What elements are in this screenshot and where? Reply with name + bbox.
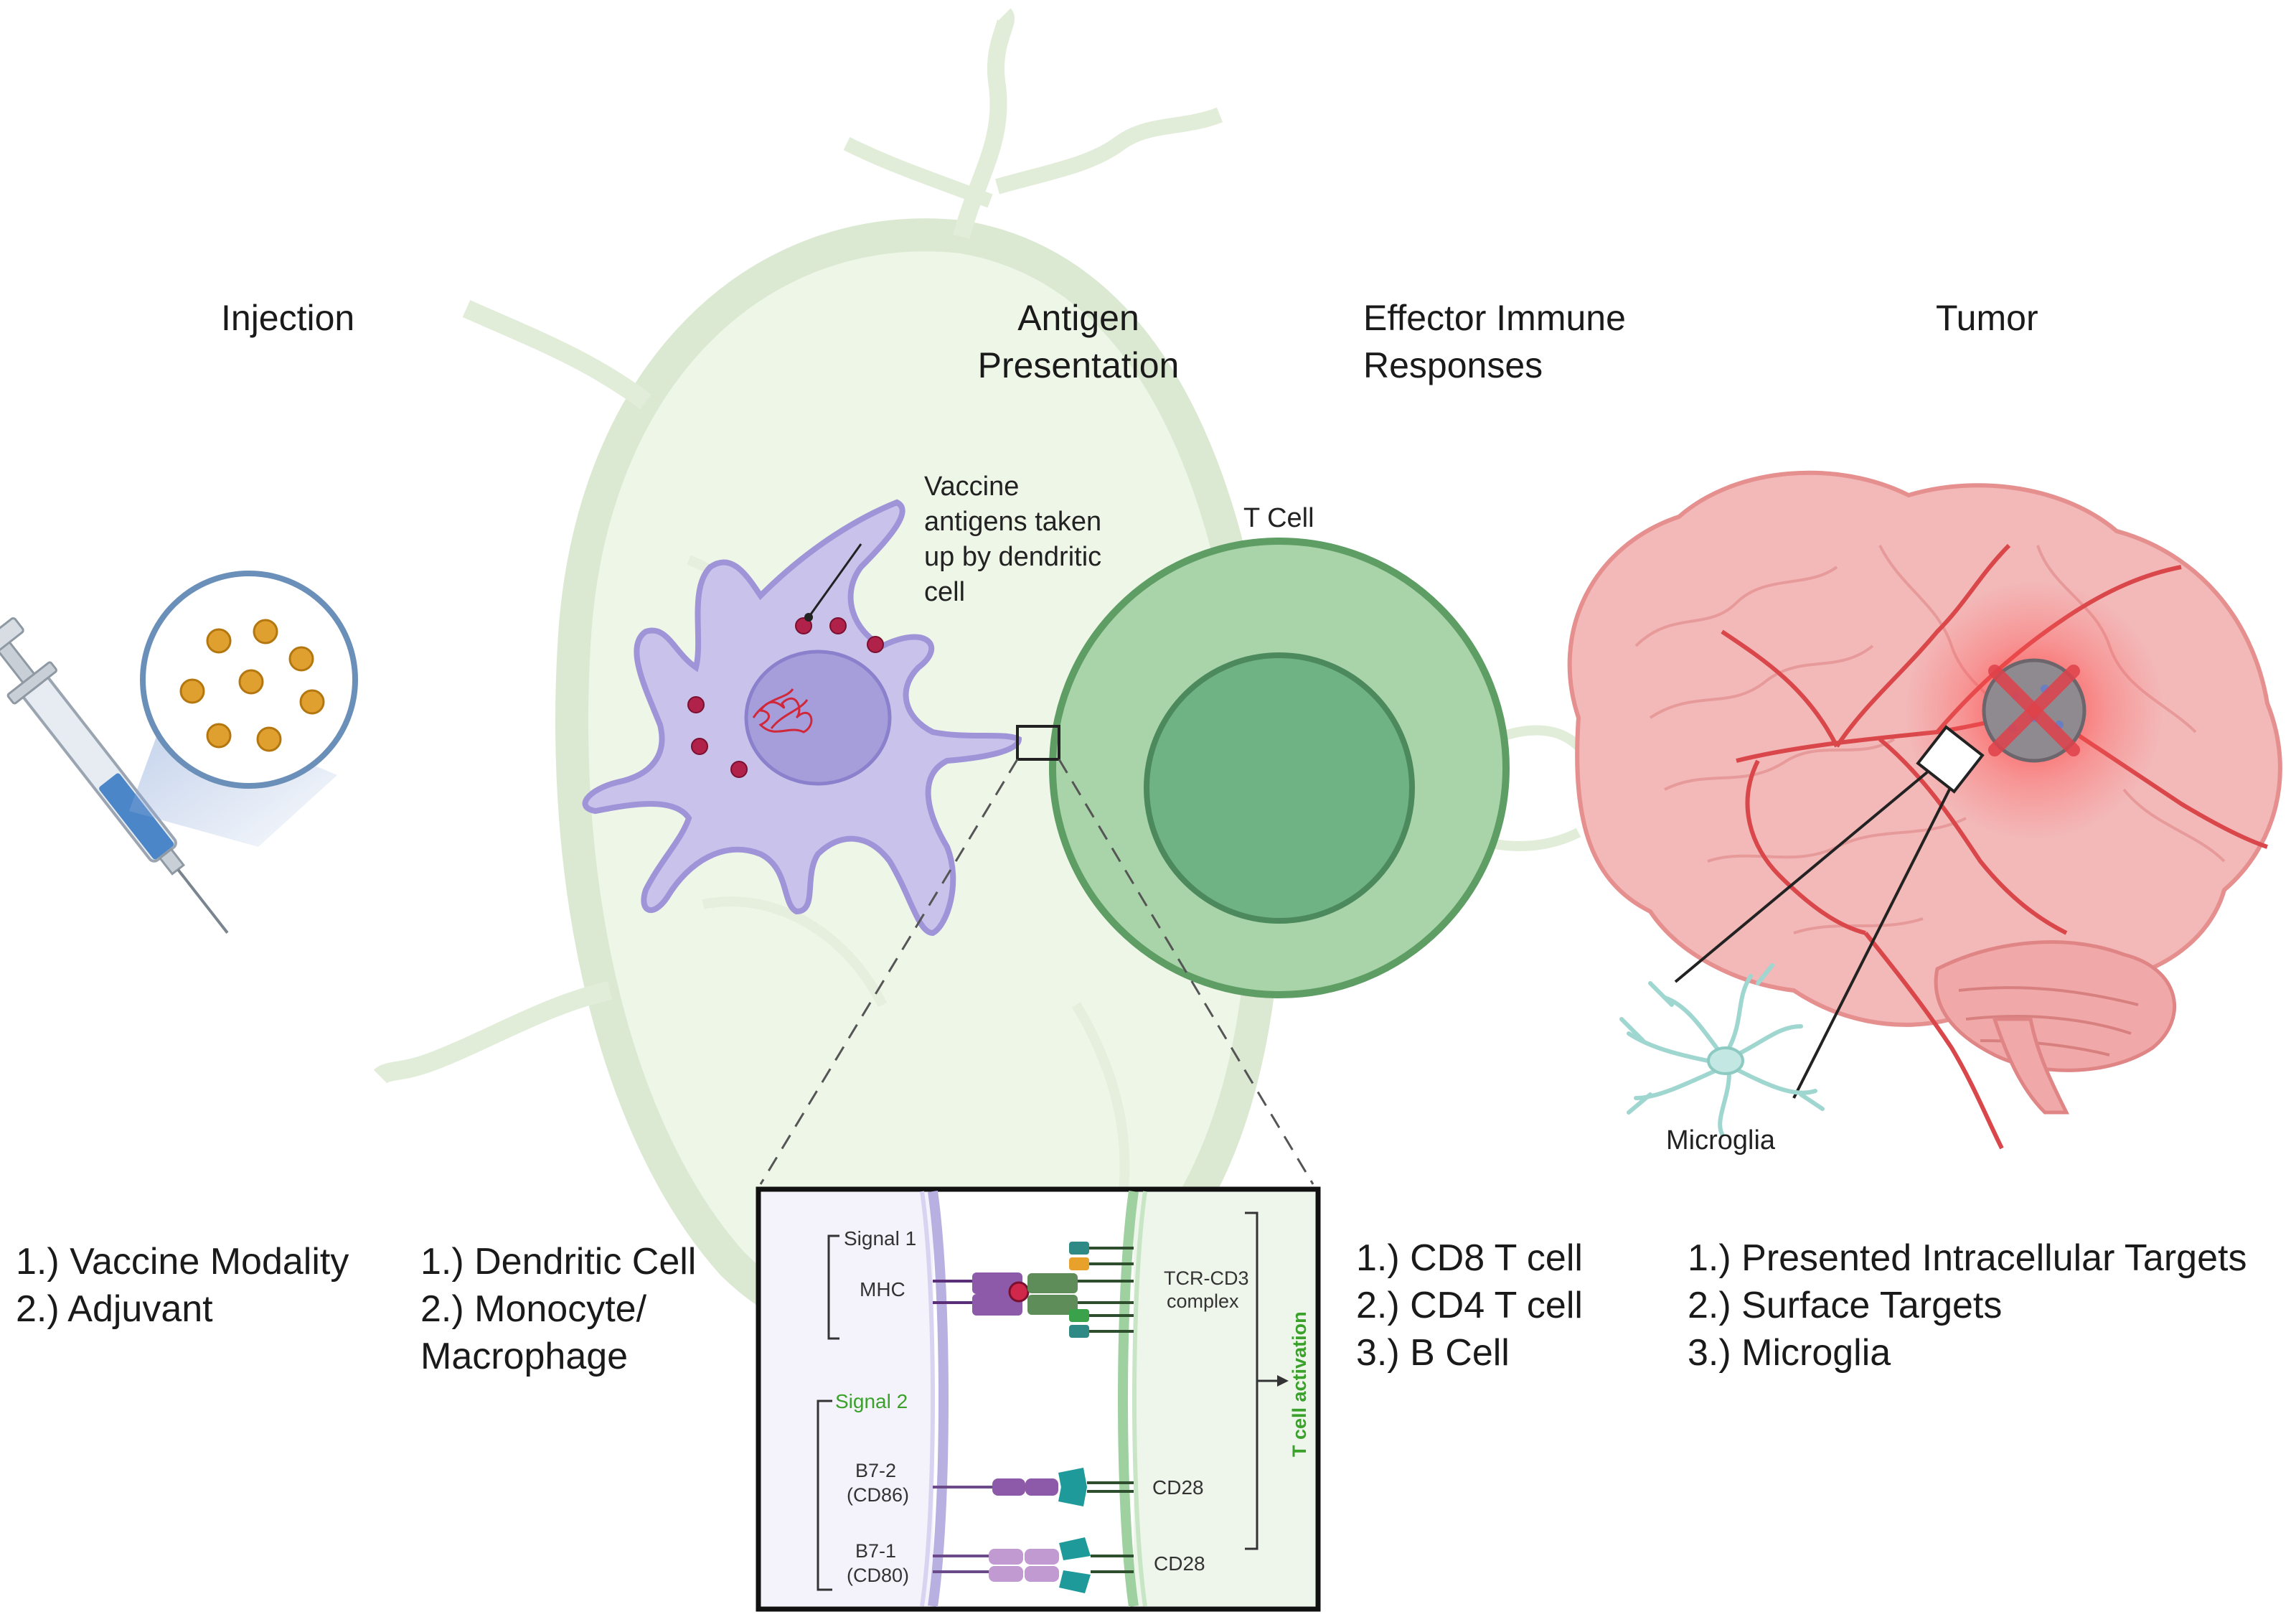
effector-list-item: 1.) CD8 T cell (1356, 1237, 1583, 1279)
syringe-icon (0, 617, 229, 934)
b72-label-line2: (CD86) (847, 1484, 909, 1506)
heading-injection: Injection (221, 298, 355, 338)
t-cell-icon (1049, 538, 1510, 998)
callout-line2: antigens taken (924, 507, 1102, 537)
dendritic-cell-callout: Vaccine antigens taken up by dendritic c… (924, 469, 1101, 610)
callout-line3: up by dendritic (924, 542, 1102, 572)
tcr-label-line1: TCR-CD3 (1164, 1267, 1249, 1289)
heading-tumor: Tumor (1936, 298, 2038, 338)
effector-list: 1.) CD8 T cell 2.) CD4 T cell 3.) B Cell (1356, 1234, 1583, 1377)
tumor-icon (1905, 581, 2163, 840)
t-cell-activation-label: T cell activation (1289, 1311, 1310, 1457)
tcr-label-line2: complex (1167, 1290, 1239, 1312)
callout-line4: cell (924, 577, 966, 607)
injection-list: 1.) Vaccine Modality 2.) Adjuvant (16, 1238, 349, 1333)
tumor-list-item: 2.) Surface Targets (1688, 1285, 2003, 1326)
antigen-presentation-list-item: 1.) Dendritic Cell (420, 1241, 697, 1283)
tumor-list: 1.) Presented Intracellular Targets 2.) … (1688, 1234, 2246, 1377)
effector-list-item: 3.) B Cell (1356, 1332, 1510, 1374)
effector-list-item: 2.) CD4 T cell (1356, 1285, 1583, 1326)
t-cell-label: T Cell (1243, 503, 1314, 533)
heading-antigen-presentation-line1: Antigen (1017, 298, 1139, 338)
heading-antigen-presentation-line2: Presentation (977, 345, 1180, 385)
heading-antigen-presentation: Antigen Presentation (967, 294, 1190, 389)
dendritic-cell-icon (582, 499, 1022, 937)
signal1-label: Signal 1 (844, 1227, 916, 1250)
callout-line1: Vaccine (924, 472, 1020, 502)
brain-zoom-box (1916, 725, 1985, 794)
heading-effector: Effector Immune Responses (1363, 294, 1626, 389)
cd28-top-label: CD28 (1152, 1476, 1204, 1499)
b71-label-line1: B7-1 (855, 1540, 896, 1562)
tumor-list-item: 3.) Microglia (1688, 1332, 1891, 1374)
brain-icon (1567, 470, 2282, 1150)
mhc-label: MHC (860, 1278, 905, 1300)
synapse-inset: Signal 1 MHC TCR-CD3 complex Signal 2 B7… (756, 1186, 1321, 1612)
b72-label-line1: B7-2 (855, 1460, 896, 1481)
signal2-label: Signal 2 (835, 1390, 908, 1412)
synapse-zoom-box (1016, 725, 1060, 761)
antigen-presentation-list-item: 2.) Monocyte/ (420, 1288, 647, 1330)
heading-effector-line2: Responses (1363, 345, 1543, 385)
injection-list-item: 1.) Vaccine Modality (16, 1241, 349, 1283)
injection-list-item: 2.) Adjuvant (16, 1288, 213, 1330)
microglia-label: Microglia (1666, 1125, 1776, 1155)
callout-pointer (807, 543, 862, 618)
particle-magnifier-icon (140, 571, 358, 789)
cd28-bottom-label: CD28 (1154, 1552, 1205, 1575)
antigen-presentation-list-item: Macrophage (420, 1336, 629, 1377)
heading-effector-line1: Effector Immune (1363, 298, 1626, 338)
microglia-icon (1619, 963, 1825, 1136)
tumor-list-item: 1.) Presented Intracellular Targets (1688, 1237, 2247, 1279)
b71-label-line2: (CD80) (847, 1565, 909, 1586)
antigen-presentation-list: 1.) Dendritic Cell 2.) Monocyte/ Macroph… (420, 1238, 696, 1380)
